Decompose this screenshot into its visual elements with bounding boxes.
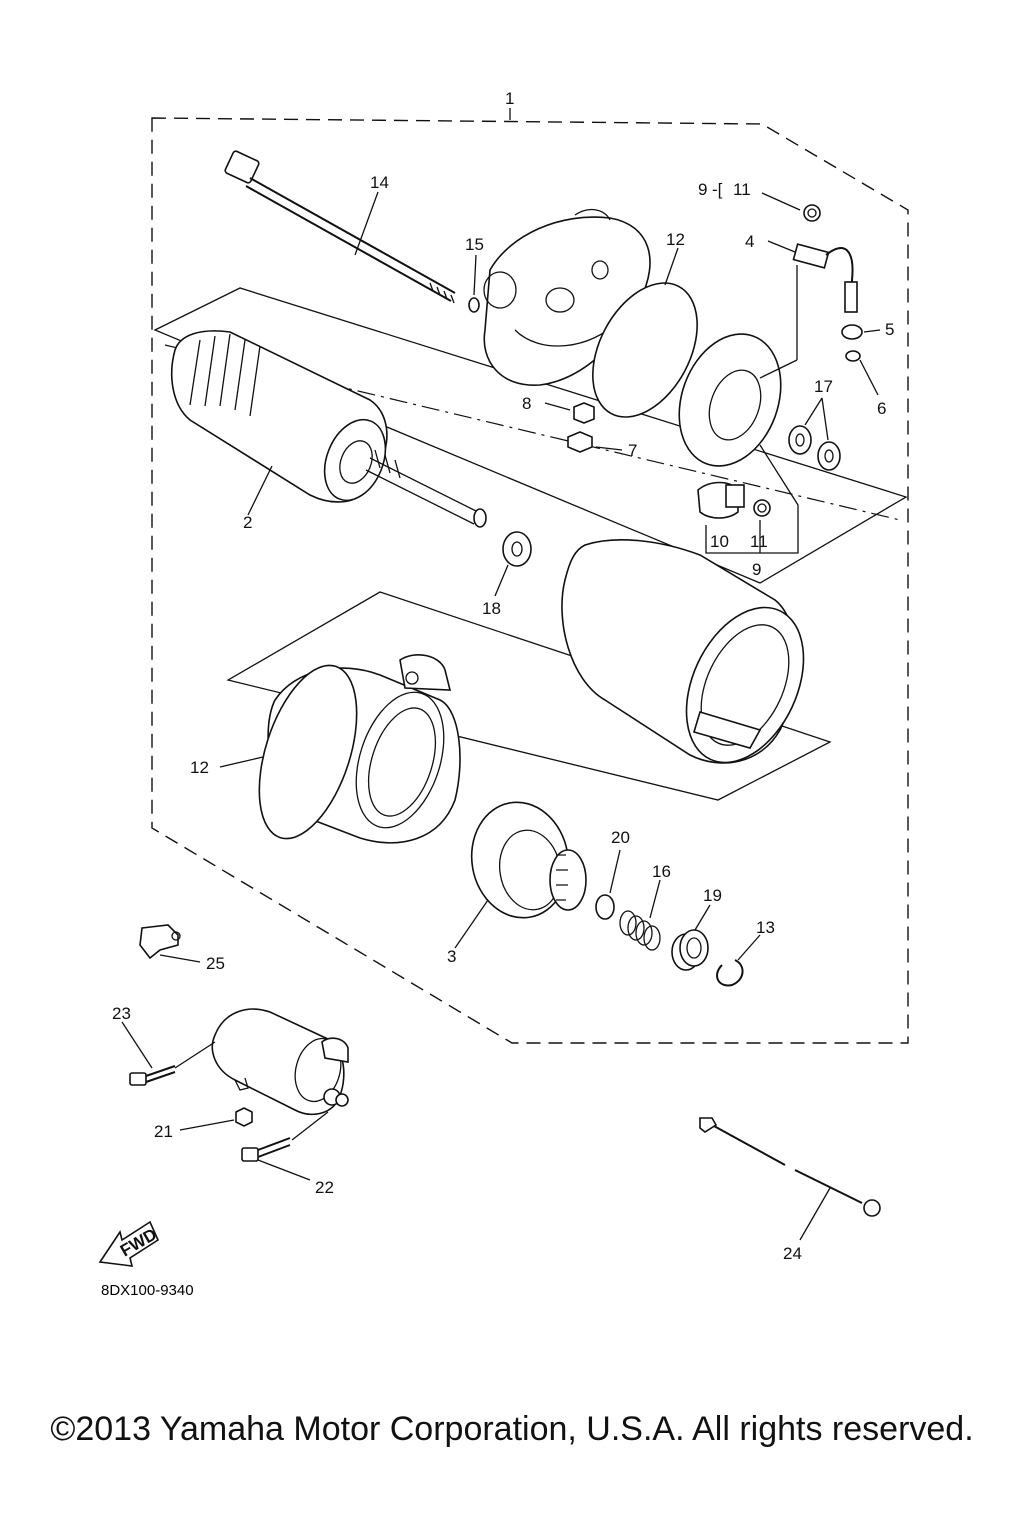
- callout-leader-12-upper: [664, 247, 679, 286]
- callout-10: 10: [710, 532, 729, 551]
- long-bolt-part-14: [224, 150, 456, 304]
- callout-leader-24: [799, 1187, 831, 1241]
- clip-part-25: [139, 924, 181, 960]
- callout-15: 15: [465, 235, 484, 254]
- bolt-part-23: [129, 1065, 176, 1086]
- callout-3: 3: [447, 947, 456, 966]
- callout-leader-19: [694, 904, 711, 931]
- callout-12-upper: 12: [666, 230, 685, 249]
- callout-13: 13: [756, 918, 775, 937]
- callout-8: 8: [522, 394, 531, 413]
- callout-leader-18: [494, 564, 509, 597]
- callout-leader-4: [767, 240, 796, 253]
- callout-9-upper: 9: [698, 180, 707, 199]
- brush-lead-part-4: [759, 243, 858, 379]
- callout-25: 25: [206, 954, 225, 973]
- o-ring-part-15: [468, 297, 480, 313]
- callout-leader-5: [863, 329, 881, 333]
- callout-17: 17: [814, 377, 833, 396]
- washer-part-17-a: [788, 425, 812, 455]
- callout-leader-25: [159, 954, 201, 963]
- o-ring-part-12-lower: [258, 664, 358, 840]
- yoke-plane-outline: [226, 591, 832, 801]
- callout-leader-20: [609, 849, 621, 894]
- callout-leader-23: [121, 1021, 153, 1069]
- callout-11-upper: 11: [733, 180, 751, 199]
- callout-leader-16: [649, 879, 661, 919]
- callout-22: 22: [315, 1178, 334, 1197]
- starter-clutch-part-3: [470, 801, 587, 919]
- callout-leader-7: [595, 446, 623, 451]
- yoke-housing: [561, 539, 805, 764]
- callout-14: 14: [370, 173, 389, 192]
- o-ring-part-6: [845, 350, 861, 362]
- assembly-boundary-dashed: [151, 117, 909, 1044]
- armature-part-2: [170, 330, 487, 528]
- callout-20: 20: [611, 828, 630, 847]
- washer-part-17-b: [817, 441, 841, 471]
- callout-9-lower: 9: [752, 560, 761, 579]
- grommet-part-5: [841, 324, 863, 340]
- callout-leader-2: [247, 465, 273, 516]
- collar-part-19: [671, 929, 709, 971]
- fwd-arrow-icon: FWD: [98, 1220, 160, 1267]
- callout-leader-12-lower: [219, 756, 264, 768]
- nut-part-7: [567, 431, 593, 453]
- bolt-part-22: [241, 1137, 291, 1162]
- nut-part-8: [573, 402, 595, 424]
- lead-wire-part-24: [699, 1117, 881, 1217]
- callout-2: 2: [243, 513, 252, 532]
- circlip-part-13: [716, 959, 744, 987]
- callout-leader-11-upper: [761, 192, 801, 211]
- nut-part-21: [235, 1107, 253, 1127]
- callout-leader-14: [354, 191, 379, 256]
- callout-7: 7: [628, 441, 637, 460]
- callout-leader-8: [544, 402, 571, 411]
- spring-part-16: [619, 910, 661, 951]
- callout-18: 18: [482, 599, 501, 618]
- callout-leader-3: [454, 899, 489, 949]
- starter-motor-assembly: [211, 1008, 349, 1116]
- callout-5: 5: [885, 320, 894, 339]
- callout-leader-13: [737, 934, 761, 961]
- starter-motor-exploded-diagram: FWD 1 2 3 4 5 6 7 8 9 -[ 11 10 11 9 12 1…: [98, 89, 909, 1299]
- callout-19: 19: [703, 886, 722, 905]
- callout-leader-21: [179, 1119, 235, 1131]
- callout-leader-22: [257, 1159, 311, 1181]
- brush-holder-part-10: [697, 481, 745, 519]
- callout-11-lower: 11: [750, 532, 768, 551]
- callout-leader-6: [859, 359, 879, 396]
- brush-plate: [678, 333, 782, 467]
- callout-6: 6: [877, 399, 886, 418]
- callout-12-lower: 12: [190, 758, 209, 777]
- callout-leader-17: [804, 397, 829, 441]
- callout-bracket-9-upper: -[: [712, 180, 723, 199]
- diagram-reference-code: 8DX100-9340: [101, 1282, 194, 1299]
- callout-21: 21: [154, 1122, 173, 1141]
- washer-part-20: [595, 894, 615, 920]
- callout-23: 23: [112, 1004, 131, 1023]
- callout-bracket-9-lower: [705, 444, 799, 554]
- callout-1: 1: [505, 89, 514, 108]
- callout-4: 4: [745, 232, 754, 251]
- copyright-notice: ©2013 Yamaha Motor Corporation, U.S.A. A…: [50, 1410, 974, 1448]
- washer-part-18: [502, 531, 532, 567]
- callout-16: 16: [652, 862, 671, 881]
- callout-leader-15: [473, 254, 477, 296]
- spring-part-11-lower: [753, 499, 771, 517]
- callout-24: 24: [783, 1244, 802, 1263]
- spring-part-11-upper: [803, 204, 821, 222]
- armature-plane-outline: [153, 287, 908, 584]
- o-ring-part-12-upper: [592, 282, 698, 418]
